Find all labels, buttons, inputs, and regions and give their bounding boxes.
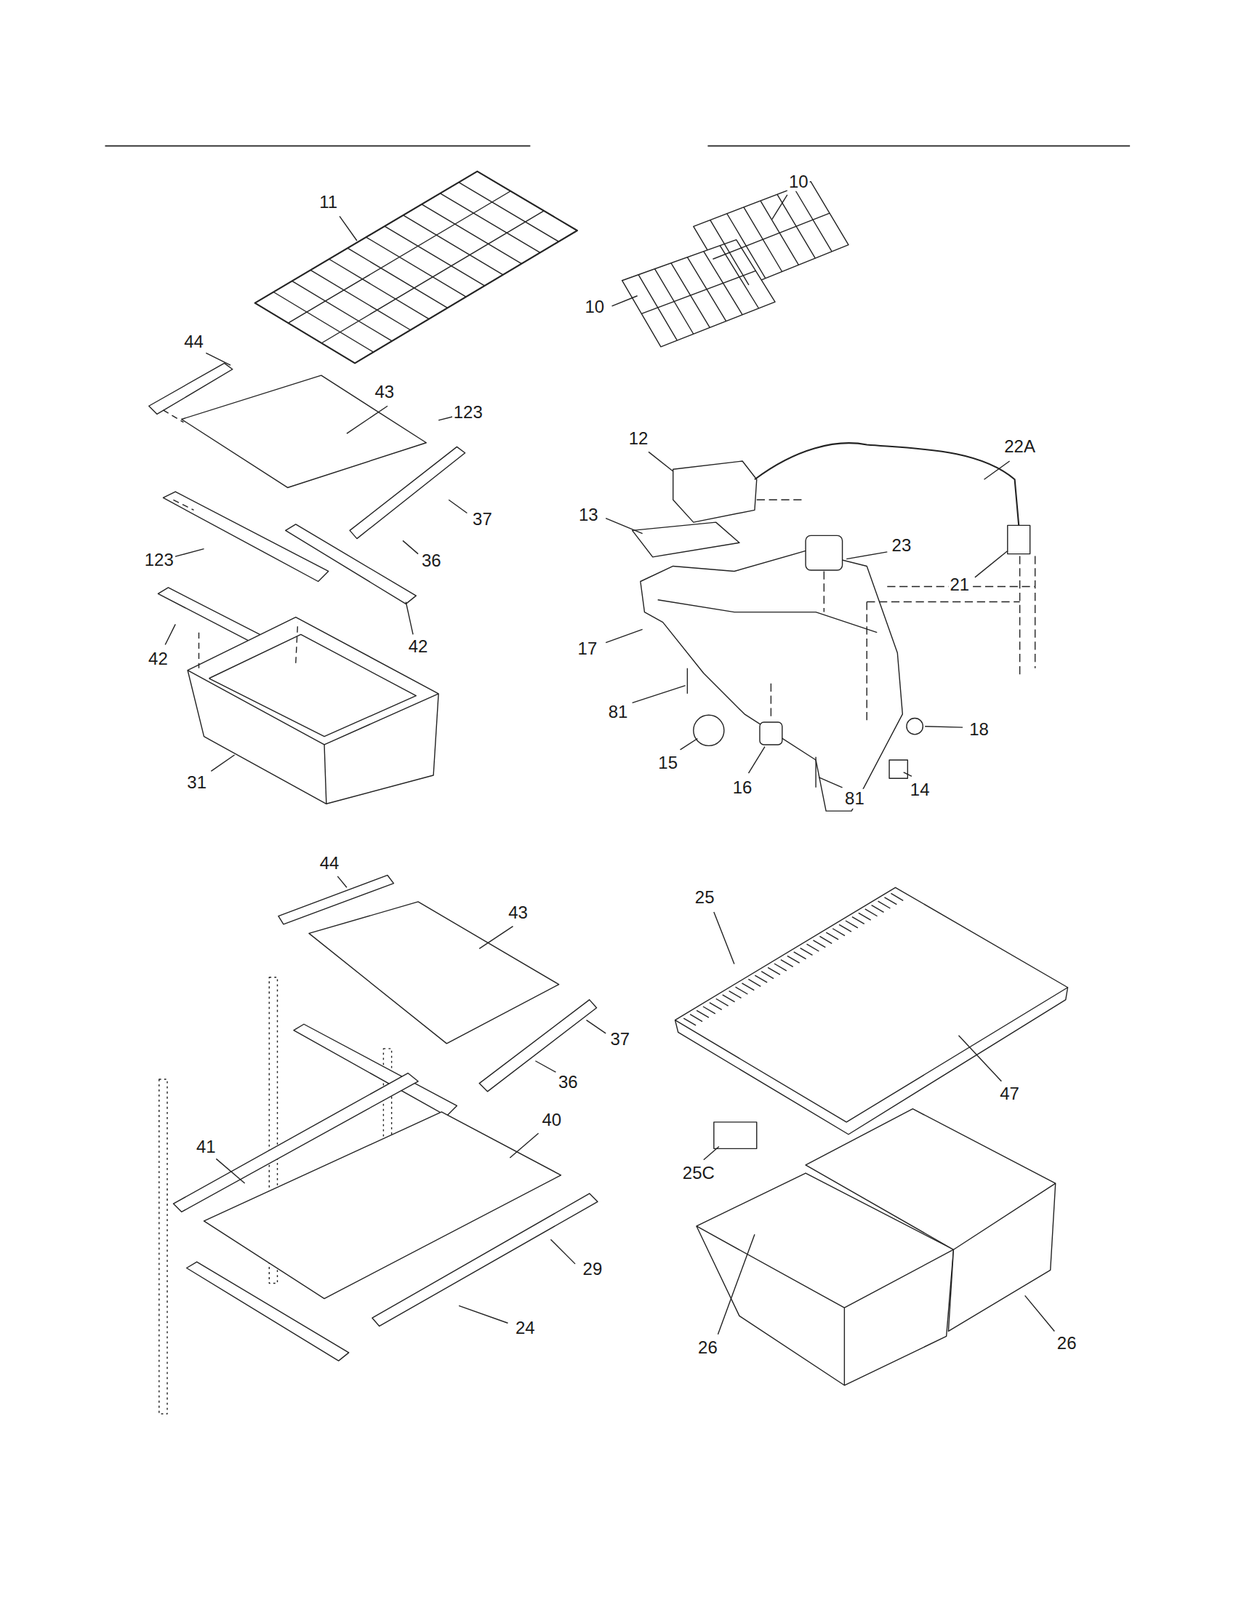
callout-number: 26 — [1055, 1333, 1079, 1353]
callout-number: 47 — [998, 1083, 1021, 1103]
callout-number: 123 — [143, 550, 176, 570]
callout-number: 81 — [607, 702, 630, 722]
callout-number: 37 — [608, 1029, 632, 1049]
callout-number: 36 — [420, 551, 443, 571]
callout-number: 11 — [317, 192, 339, 212]
callout-number: 13 — [577, 505, 600, 525]
callout-number: 17 — [576, 639, 600, 658]
callout-number: 16 — [731, 777, 754, 797]
callout-number: 81 — [843, 788, 866, 808]
shelf-assembly — [173, 874, 597, 1361]
callout-number: 26 — [696, 1337, 720, 1357]
callout-number: 18 — [967, 719, 991, 739]
callout-number: 12 — [627, 428, 650, 448]
callout-number: 43 — [372, 381, 396, 401]
callout-number: 15 — [656, 753, 680, 773]
crisper-assembly — [675, 887, 1069, 1385]
callout-number: 44 — [182, 332, 206, 352]
callout-number: 21 — [948, 575, 972, 595]
ice-tray — [622, 181, 849, 347]
wire-harness — [754, 442, 1019, 525]
callout-number: 14 — [908, 779, 932, 799]
light-housing — [632, 460, 1031, 811]
wire-shelf — [255, 171, 578, 364]
callout-number: 40 — [540, 1110, 563, 1130]
callout-number: 42 — [146, 649, 170, 669]
callout-number: 36 — [556, 1072, 580, 1092]
callout-number: 10 — [583, 297, 606, 317]
callout-number: 42 — [407, 636, 430, 656]
callout-number: 25C — [681, 1163, 717, 1183]
leader-line — [165, 194, 1055, 1335]
callout-number: 22A — [1002, 436, 1037, 456]
callout-number: 24 — [514, 1318, 537, 1338]
callout-number: 25 — [693, 887, 717, 907]
callout-number: 29 — [581, 1259, 605, 1279]
callout-number: 123 — [452, 402, 485, 421]
callout-number: 41 — [194, 1136, 218, 1156]
shelf-assembly — [149, 362, 466, 804]
callout-number: 10 — [787, 171, 810, 191]
header-rule — [104, 145, 531, 147]
header-rule — [707, 145, 1130, 147]
callout-number: 43 — [506, 903, 530, 922]
assembly-guide — [756, 499, 1036, 725]
callout-number: 31 — [185, 772, 208, 792]
callout-number: 23 — [890, 535, 914, 555]
callout-number: 44 — [318, 852, 341, 872]
assembly-guide — [162, 410, 298, 669]
callout-number: 37 — [471, 509, 494, 529]
